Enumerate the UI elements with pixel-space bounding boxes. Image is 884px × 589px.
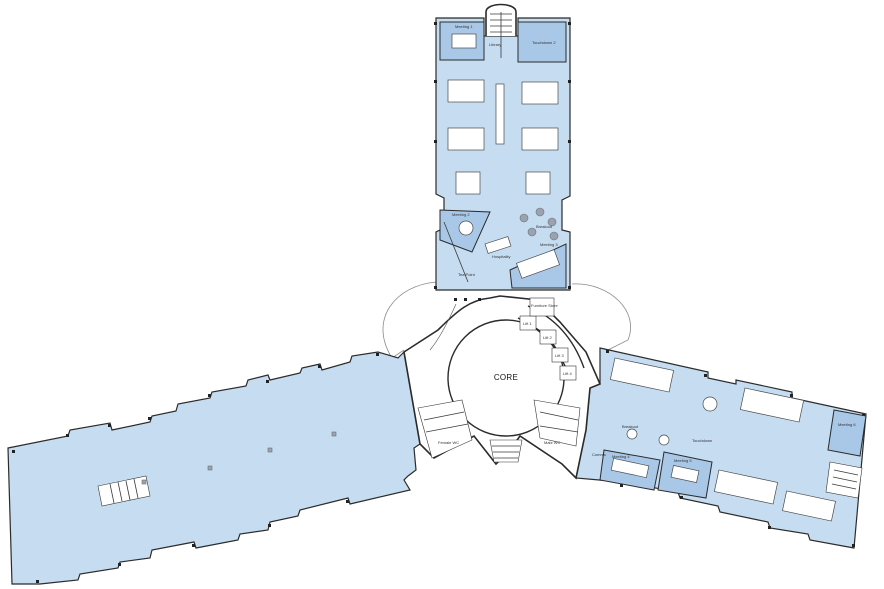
label-comms: Comms (592, 452, 606, 457)
label-meeting-1: Meeting 1 (455, 24, 473, 29)
north-wing (434, 3, 571, 291)
label-lift-4: Lift 4 (563, 371, 572, 376)
east-breakout-tables (626, 396, 718, 446)
north-stair-treads (490, 12, 512, 58)
north-east-glass-link (571, 283, 631, 353)
label-female-wc: Female WC (438, 440, 459, 445)
core-entrance-steps (489, 439, 523, 463)
north-breakout-seating (519, 207, 559, 241)
west-wing-columns (12, 353, 379, 583)
label-lift-2: Lift 2 (543, 335, 552, 340)
label-touchdown: Touchdown (692, 438, 712, 443)
room-meeting-6[interactable] (827, 409, 867, 457)
room-labels: Meeting 1 Touchdown 2 Library Meeting 2 … (438, 24, 856, 463)
north-desk-cluster-left (447, 79, 485, 151)
label-east-breakout: Breakout (622, 424, 639, 429)
label-library: Library (489, 42, 501, 47)
east-desk-cluster-top (609, 357, 805, 423)
label-touchdown-2: Touchdown 2 (532, 40, 556, 45)
label-meeting-3: Meeting 3 (540, 242, 558, 247)
label-meeting-2: Meeting 2 (452, 212, 470, 217)
label-furniture-store: Furniture Store (531, 303, 558, 308)
female-wc-block[interactable] (417, 399, 473, 459)
north-desk-cluster-right (521, 81, 559, 151)
east-desk-cluster-bottom (713, 469, 836, 522)
central-core: CORE (403, 295, 602, 480)
label-lift-3: Lift 3 (555, 353, 564, 358)
lift-1 (519, 315, 537, 331)
label-male-wc: Male WC (544, 440, 561, 445)
lift-4 (559, 365, 577, 381)
room-furniture-store[interactable] (529, 297, 555, 317)
male-wc-block[interactable] (533, 399, 581, 447)
lift-3 (551, 347, 569, 363)
label-hospitality: Hospitality (492, 254, 510, 259)
east-stair (825, 461, 863, 499)
east-wing (575, 347, 867, 549)
label-meeting-4: Meeting 4 (612, 454, 630, 459)
label-tea-point: Tea Point (458, 272, 476, 277)
label-lift-1: Lift 1 (523, 321, 532, 326)
label-north-breakout: Breakout (536, 224, 553, 229)
core-label: CORE (494, 373, 518, 382)
lift-2 (539, 329, 557, 345)
west-wing (7, 350, 421, 585)
label-meeting-6: Meeting 6 (838, 422, 856, 427)
north-bench-desks (455, 83, 551, 195)
north-west-glass-link (382, 281, 438, 359)
label-meeting-5: Meeting 5 (674, 458, 692, 463)
room-touchdown-2[interactable] (517, 21, 567, 63)
west-wing-stair (97, 475, 151, 507)
